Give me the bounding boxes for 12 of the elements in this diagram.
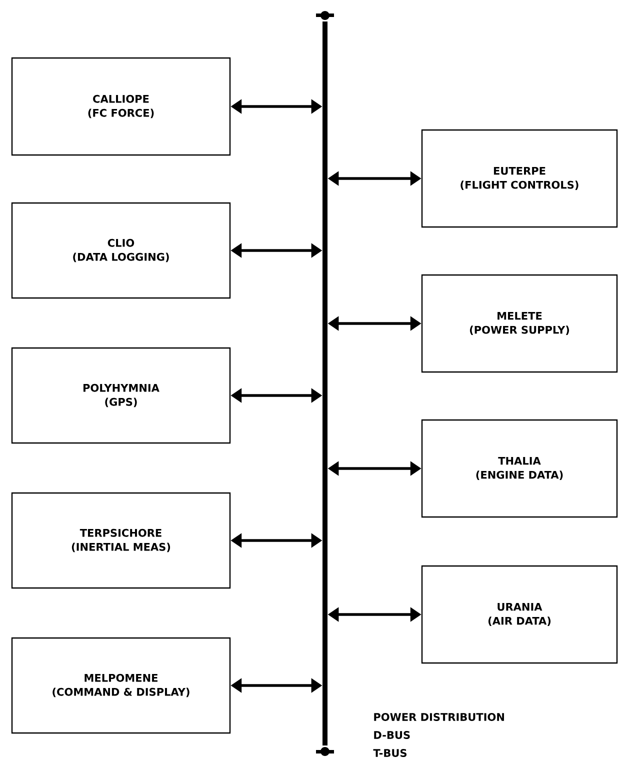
module-box: EUTERPE (FLIGHT CONTROLS) bbox=[421, 129, 618, 228]
module-box: THALIA (ENGINE DATA) bbox=[421, 419, 618, 518]
module-box: MELETE (POWER SUPPLY) bbox=[421, 274, 618, 373]
module-box: CALLIOPE (FC FORCE) bbox=[11, 57, 231, 156]
module-box: MELPOMENE (COMMAND & DISPLAY) bbox=[11, 637, 231, 734]
module-box: URANIA (AIR DATA) bbox=[421, 565, 618, 664]
bus-label: T-BUS bbox=[373, 749, 406, 757]
module-box: POLYHYMNIA (GPS) bbox=[11, 347, 231, 444]
module-box: TERPSICHORE (INERTIAL MEAS) bbox=[11, 492, 231, 589]
bus-label: POWER DISTRIBUTION bbox=[374, 713, 504, 721]
bus-label: D-BUS bbox=[374, 731, 410, 739]
module-box: CLIO (DATA LOGGING) bbox=[11, 202, 231, 299]
